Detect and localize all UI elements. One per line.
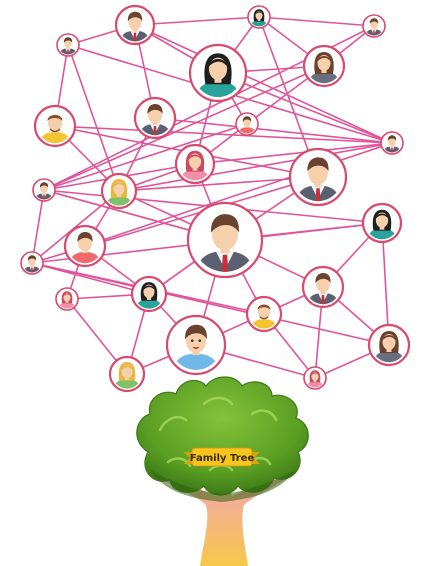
person-node[interactable] (247, 5, 271, 29)
person-node[interactable] (288, 147, 348, 208)
tree-label-banner: Family Tree (184, 447, 260, 467)
connection-line (43, 65, 325, 191)
person-node[interactable] (63, 224, 107, 268)
girl-blonde-avatar-icon (105, 179, 133, 206)
connection-line (258, 16, 375, 27)
connection-line (118, 142, 393, 192)
woman-pink-avatar-icon (58, 291, 76, 309)
connection-line (134, 16, 260, 26)
person-node[interactable] (245, 295, 283, 333)
boy-avatar-icon (69, 232, 101, 264)
man-suit-avatar-icon (383, 135, 401, 153)
connection-line (67, 44, 120, 192)
person-node[interactable] (100, 172, 138, 210)
person-node[interactable] (133, 96, 177, 140)
woman-pink-avatar-icon (306, 370, 324, 388)
man-yellow-avatar-icon (39, 114, 71, 144)
person-node[interactable] (361, 202, 403, 244)
person-node[interactable] (20, 251, 44, 275)
person-node[interactable] (186, 201, 264, 281)
woman-brown-avatar-icon (373, 331, 405, 363)
man-suit-avatar-icon (195, 214, 255, 272)
connection-line (154, 117, 393, 144)
person-node[interactable] (235, 112, 259, 136)
connection-line (118, 176, 319, 192)
boy-avatar-icon (238, 116, 256, 134)
person-node[interactable] (362, 14, 386, 38)
woman-black-hair-avatar-icon (135, 282, 163, 309)
man-suit-avatar-icon (59, 37, 77, 55)
person-node[interactable] (165, 314, 227, 377)
person-node[interactable] (114, 4, 156, 46)
connection-line (54, 125, 393, 144)
connection-line (31, 189, 45, 264)
person-node[interactable] (302, 44, 346, 88)
person-node[interactable] (130, 275, 168, 313)
woman-pink-avatar-icon (179, 150, 211, 181)
tree-canopy (136, 376, 309, 502)
connection-line (31, 190, 120, 264)
person-node[interactable] (301, 265, 345, 309)
girl-dark-avatar-icon (250, 9, 268, 27)
person-node[interactable] (108, 355, 146, 393)
person-node[interactable] (367, 323, 411, 367)
connection-line (43, 123, 248, 191)
person-node[interactable] (380, 131, 404, 155)
boy-big-avatar-icon (172, 324, 220, 370)
woman-black-hair-avatar-icon (195, 53, 241, 98)
tree-illustration: Family Tree (136, 376, 309, 566)
girl-blonde-avatar-icon (113, 362, 141, 389)
person-node[interactable] (56, 33, 80, 57)
person-node[interactable] (174, 143, 216, 185)
person-node[interactable] (33, 104, 77, 148)
man-suit-avatar-icon (139, 104, 171, 136)
man-suit-avatar-icon (23, 255, 41, 273)
person-node[interactable] (303, 366, 327, 390)
man-suit-avatar-icon (295, 157, 341, 202)
man-yellow-avatar-icon (250, 304, 278, 329)
connection-line (217, 72, 393, 144)
woman-black-hair-avatar-icon (366, 209, 398, 240)
connection-line (31, 262, 390, 346)
man-suit-avatar-icon (119, 11, 151, 42)
connection-line (134, 24, 393, 144)
person-node[interactable] (32, 178, 56, 202)
man-suit-avatar-icon (365, 18, 383, 36)
tree-label: Family Tree (190, 453, 255, 464)
woman-brown-avatar-icon (308, 52, 340, 84)
man-suit-avatar-icon (35, 182, 53, 200)
person-node[interactable] (188, 43, 248, 104)
man-suit-avatar-icon (307, 273, 339, 305)
person-node[interactable] (55, 287, 79, 311)
person-nodes (20, 4, 411, 393)
connection-line (194, 142, 393, 165)
